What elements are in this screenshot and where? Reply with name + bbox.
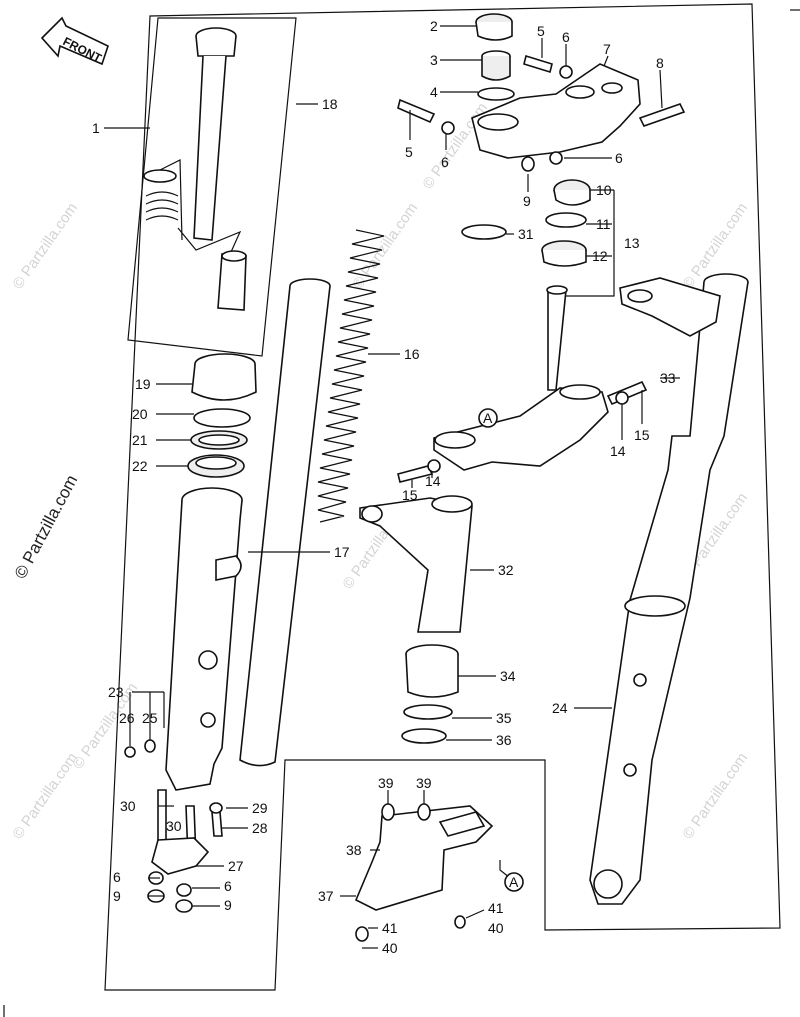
callout-label: 18 [322, 96, 338, 112]
callout-label: 32 [498, 562, 514, 578]
callout-label: 11 [596, 216, 611, 232]
callout-labels: 1 2 3 4 5 5 6 6 6 6 6 7 8 9 9 9 10 11 12… [92, 18, 676, 956]
steering-stem [397, 285, 648, 483]
ref-marker-a [478, 408, 498, 428]
callout-label: 5 [537, 23, 545, 39]
callout-label: 12 [592, 248, 608, 264]
callout-label: 7 [603, 41, 611, 57]
top-bridge [397, 13, 686, 172]
inset-box [127, 17, 297, 357]
callout-label: 31 [518, 226, 534, 242]
callout-label: 6 [562, 29, 570, 45]
callout-label: 38 [346, 842, 362, 858]
callout-label: 14 [425, 473, 441, 489]
callout-label: 1 [92, 120, 100, 136]
callout-label: 8 [656, 55, 664, 71]
callout-label: 27 [228, 858, 244, 874]
copyright-text: © Partzilla.com [11, 472, 82, 582]
fork-internal-assembly [143, 27, 247, 311]
callout-label: 25 [142, 710, 158, 726]
callout-label: 39 [378, 775, 394, 791]
watermark-text: © Partzilla.com [679, 750, 751, 843]
callout-label: 20 [132, 406, 148, 422]
fork-spring [317, 229, 385, 523]
callout-label: 15 [402, 487, 418, 503]
callout-label: 2 [430, 18, 438, 34]
callout-label: 9 [523, 193, 531, 209]
ref-marker-a-label: A [509, 874, 519, 890]
callout-label: 6 [224, 878, 232, 894]
callout-label: 35 [496, 710, 512, 726]
axle-clamp-parts [124, 739, 223, 913]
callout-label: 21 [132, 432, 148, 448]
callout-label: 30 [166, 818, 182, 834]
callout-label: 37 [318, 888, 334, 904]
assembly-border [104, 3, 781, 991]
callout-label: 40 [382, 940, 398, 956]
callout-label: 41 [488, 900, 504, 916]
callout-label: 24 [552, 700, 568, 716]
callout-label: 16 [404, 346, 420, 362]
callout-label: 9 [224, 897, 232, 913]
fender-bracket [354, 803, 494, 942]
callout-label: 34 [500, 668, 516, 684]
callout-label: 19 [135, 376, 151, 392]
callout-label: 10 [596, 182, 612, 198]
callout-label: 6 [113, 869, 121, 885]
right-fork-leg [589, 273, 749, 905]
watermark-text: © Partzilla.com [9, 200, 81, 293]
callout-label: 40 [488, 920, 504, 936]
headlight-bracket [359, 495, 473, 744]
callout-label: 3 [430, 52, 438, 68]
seal-stack [187, 353, 257, 478]
ref-marker-a [504, 872, 524, 892]
callout-label: 6 [615, 150, 623, 166]
callout-label: 30 [120, 798, 136, 814]
callout-label: 39 [416, 775, 432, 791]
callout-label: 6 [441, 154, 449, 170]
leader-lines [104, 25, 680, 949]
callout-label: 15 [634, 427, 650, 443]
callout-label: 28 [252, 820, 268, 836]
front-arrow-icon: FRONT [40, 16, 109, 66]
steering-seals [461, 179, 591, 267]
callout-label: 14 [610, 443, 626, 459]
callout-label: 29 [252, 800, 268, 816]
callout-label: 36 [496, 732, 512, 748]
callout-label: 4 [430, 84, 438, 100]
callout-label: 17 [334, 544, 350, 560]
callout-label: 13 [624, 235, 640, 251]
callout-label: 41 [382, 920, 398, 936]
callout-label: 5 [405, 144, 413, 160]
callout-label: 9 [113, 888, 121, 904]
left-outer-tube [165, 487, 243, 791]
ref-marker-a-label: A [483, 410, 493, 426]
callout-label: 26 [119, 710, 135, 726]
callout-label: 33 [660, 370, 676, 386]
callout-label: 23 [108, 684, 124, 700]
callout-label: 22 [132, 458, 148, 474]
inner-tube [239, 278, 331, 767]
